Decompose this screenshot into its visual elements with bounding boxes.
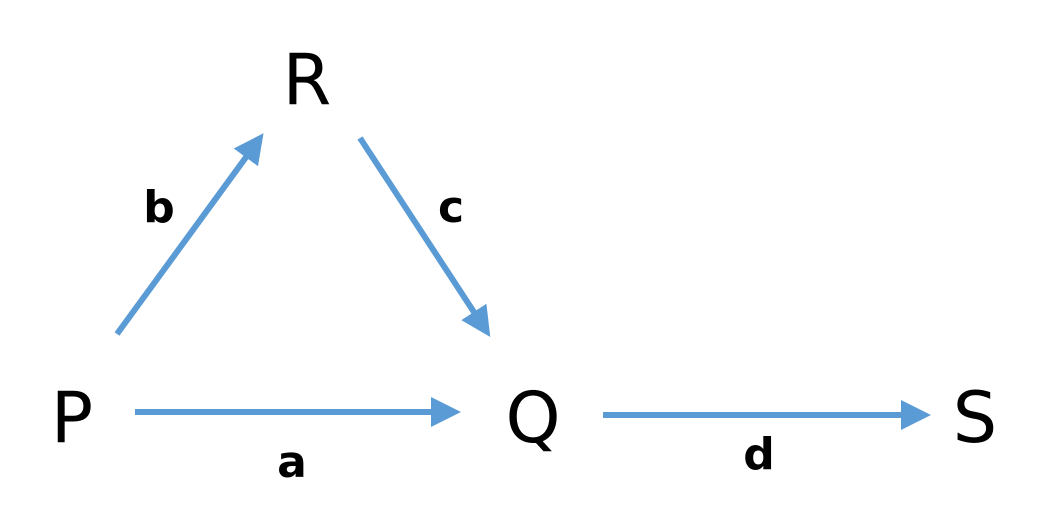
edge-p-to-r-arrow (114, 133, 264, 336)
node-q: Q (505, 377, 560, 459)
edge-label-c: c (438, 182, 464, 233)
edge-r-to-q-arrow (357, 136, 491, 338)
edge-label-a: a (277, 437, 307, 488)
edge-label-d: d (743, 429, 775, 480)
node-s: S (953, 377, 997, 459)
node-r: R (283, 39, 332, 121)
node-p: P (51, 377, 93, 459)
edge-label-b: b (143, 182, 175, 233)
